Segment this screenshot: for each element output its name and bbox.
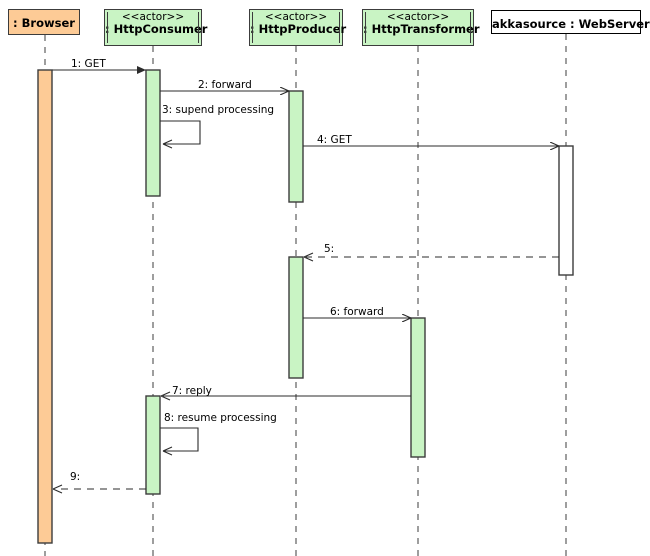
activation-bar-consumer-2 xyxy=(145,395,161,495)
activation-bar-transformer-1 xyxy=(410,317,426,458)
actor-inner-border-right-transformer xyxy=(470,12,471,43)
participant-name-producer: : HttpProducer xyxy=(250,22,347,37)
participant-stereotype-consumer: <<actor>> xyxy=(121,11,185,23)
activation-bar-browser xyxy=(37,69,53,544)
message-label-1: 1: GET xyxy=(71,58,106,70)
message-label-2: 2: forward xyxy=(198,79,252,91)
message-arrow-7-head xyxy=(160,391,171,401)
participant-name-browser: : Browser xyxy=(13,16,75,30)
participant-name-transformer: : HttpTransformer xyxy=(363,22,480,37)
activation-bar-producer-1 xyxy=(288,90,304,203)
activation-bar-consumer-1 xyxy=(145,69,161,197)
participant-header-consumer[interactable]: <<actor>> : HttpConsumer xyxy=(104,9,208,46)
participant-name-webserver: akkasource : WebServer xyxy=(492,17,650,31)
message-label-5: 5: xyxy=(324,243,335,255)
message-label-4: 4: GET xyxy=(317,134,352,146)
message-label-8: 8: resume processing xyxy=(164,412,277,424)
participant-stereotype-producer: <<actor>> xyxy=(264,11,328,23)
message-arrow-5-head xyxy=(303,252,314,262)
message-arrow-3-self xyxy=(160,120,201,149)
participant-header-producer[interactable]: <<actor>> : HttpProducer xyxy=(249,9,347,46)
actor-inner-border-right-consumer xyxy=(198,12,199,43)
participant-stereotype-transformer: <<actor>> xyxy=(386,11,450,23)
message-label-9: 9: xyxy=(70,471,81,483)
actor-inner-border-right-producer xyxy=(339,12,340,43)
message-label-7: 7: reply xyxy=(172,385,212,397)
actor-inner-border-left-producer xyxy=(252,12,253,43)
participant-header-browser[interactable]: : Browser xyxy=(8,9,80,35)
activation-bar-producer-2 xyxy=(288,256,304,379)
actor-inner-border-left-transformer xyxy=(365,12,366,43)
message-label-6: 6: forward xyxy=(330,306,384,318)
message-arrow-9-head xyxy=(52,484,63,494)
message-label-3: 3: supend processing xyxy=(162,104,275,116)
actor-inner-border-left-consumer xyxy=(107,12,108,43)
participant-name-consumer: : HttpConsumer xyxy=(105,22,208,37)
message-arrow-8-self xyxy=(160,427,199,456)
participant-header-transformer[interactable]: <<actor>> : HttpTransformer xyxy=(362,9,480,46)
activation-bar-webserver-1 xyxy=(558,145,574,276)
participant-header-webserver[interactable]: akkasource : WebServer xyxy=(491,10,650,34)
